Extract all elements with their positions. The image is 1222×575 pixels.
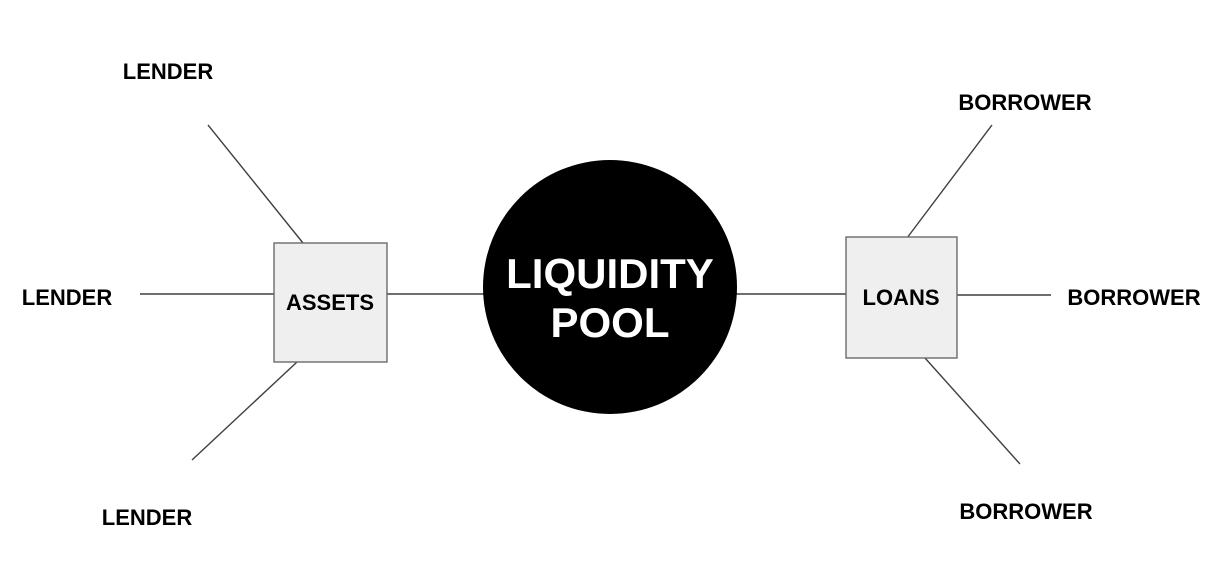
liquidity-pool-label-line2: POOL (550, 299, 669, 346)
assets-box-label: ASSETS (286, 290, 374, 315)
lender-label-top: LENDER (123, 59, 214, 84)
connector-loans-to-borrower-top (906, 124, 993, 239)
borrower-label-top: BORROWER (958, 90, 1091, 115)
connector-lender-bottom-to-assets (191, 361, 298, 461)
assets-box (273, 242, 388, 363)
lender-label-bottom: LENDER (102, 505, 193, 530)
loans-box-label: LOANS (863, 285, 940, 310)
liquidity-pool-label-line1: LIQUIDITY (506, 250, 714, 297)
liquidity-pool-circle (483, 160, 737, 414)
borrower-label-bottom: BORROWER (959, 499, 1092, 524)
lender-label-middle: LENDER (22, 285, 113, 310)
loans-box (845, 236, 958, 359)
connector-loans-to-borrower-bottom (924, 357, 1021, 465)
connector-lender-top-to-assets (207, 124, 304, 244)
borrower-label-middle: BORROWER (1067, 285, 1200, 310)
